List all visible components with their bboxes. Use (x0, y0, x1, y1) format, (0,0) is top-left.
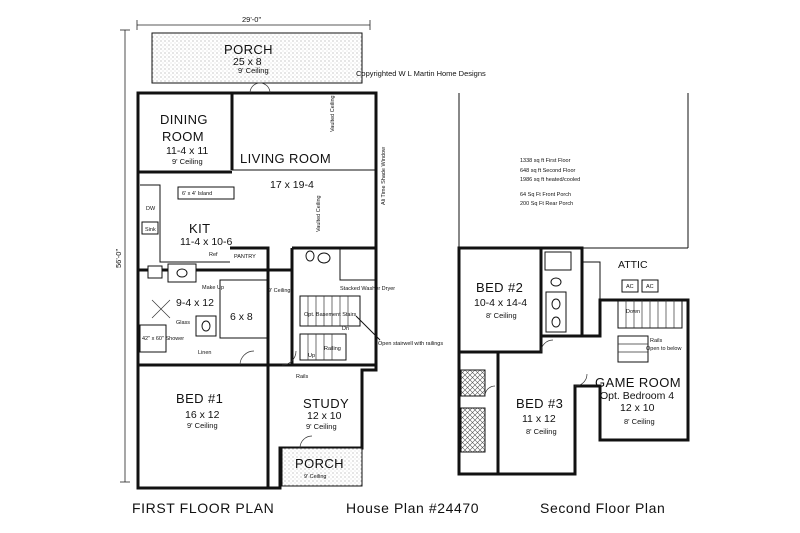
living-vaulted-note-top: Vaulted Ceiling (330, 95, 336, 132)
stairs-down-second: Down (626, 309, 640, 315)
front-porch-floor (151, 32, 363, 84)
rear-porch-label: PORCH (295, 456, 344, 471)
stairs-railing-label: Railing (324, 346, 341, 352)
range (147, 265, 163, 279)
stat-heated: 1986 sq ft heated/cooled (520, 177, 580, 183)
ac-label-1: AC (626, 284, 634, 290)
study-ceiling: 9' Ceiling (306, 422, 337, 431)
first-floor-caption: FIRST FLOOR PLAN (132, 500, 274, 516)
bed1-size: 16 x 12 (185, 409, 220, 421)
dining-label-line2: ROOM (162, 129, 204, 144)
stat-second-floor: 648 sq ft Second Floor (520, 168, 576, 174)
make-up-label: Make Up (202, 285, 224, 291)
kitchen-label: KIT (189, 221, 210, 236)
ac-label-2: AC (646, 284, 654, 290)
kitchen-island (177, 186, 235, 200)
front-porch-ceiling: 9' Ceiling (238, 66, 269, 75)
stat-first-floor: 1338 sq ft First Floor (520, 158, 571, 164)
open-to-below-label: Open to below (646, 346, 681, 352)
game-room-label: GAME ROOM (595, 375, 681, 390)
kitchen-size: 11-4 x 10-6 (180, 236, 232, 248)
stairs-up-label: Up (308, 353, 315, 359)
bed2-closet (460, 369, 486, 397)
bed1-study-wall (266, 363, 376, 488)
master-bath-size: 9-4 x 12 (176, 297, 214, 309)
first-floor-stairs (299, 295, 381, 361)
living-room-size: 17 x 19-4 (270, 179, 314, 191)
bed3-label: BED #3 (516, 396, 563, 411)
shower-label: 42" x 60" Shower (142, 336, 184, 342)
open-stairwell-note: Open stairwell with railings (378, 341, 443, 347)
rear-porch-ceiling: 9' Ceiling (304, 474, 326, 480)
dining-ceiling: 9' Ceiling (172, 157, 203, 166)
rails-label-first: Rails (296, 374, 308, 380)
stat-rear-porch: 200 Sq Ft Rear Porch (520, 201, 573, 207)
plan-number-caption: House Plan #24470 (346, 500, 479, 516)
stairs-down-label: Dn (342, 326, 349, 332)
stat-front-porch: 64 Sq Ft Front Porch (520, 192, 571, 198)
front-porch-label: PORCH (224, 42, 273, 57)
toilet-fixture (317, 252, 331, 264)
front-porch-size: 25 x 8 (233, 56, 262, 68)
bed2-ceiling: 8' Ceiling (486, 311, 517, 320)
dining-size: 11-4 x 11 (166, 145, 208, 157)
living-room-label: LIVING ROOM (240, 151, 331, 166)
dining-label-line1: DINING (160, 112, 208, 127)
first-floor-plan (136, 32, 381, 490)
ac-unit-1 (621, 279, 639, 293)
fridge-label: Ref (209, 252, 218, 258)
second-floor-stairs (617, 299, 683, 363)
sink-label: Sink (145, 227, 156, 233)
closet-size: 6 x 8 (230, 311, 253, 323)
study-label: STUDY (303, 396, 349, 411)
kitchen-sink-fixture (141, 221, 159, 235)
laundry-walls (290, 246, 376, 365)
width-dimension: 29'-0" (242, 15, 261, 24)
game-room-opt: Opt. Bedroom 4 (600, 390, 674, 402)
bed1-label: BED #1 (176, 391, 223, 406)
linen-label: Linen (198, 350, 211, 356)
attic-label: ATTIC (618, 259, 648, 271)
rails-label-second: Rails (650, 338, 662, 344)
glass-label: Glass (176, 320, 190, 326)
game-room-ceiling: 8' Ceiling (624, 417, 655, 426)
bed2-label: BED #2 (476, 280, 523, 295)
copyright-note: Copyrighted W L Martin Home Designs (356, 69, 486, 78)
closet-ceiling: 9' Ceiling (268, 288, 290, 294)
bed2-size: 10-4 x 14-4 (474, 297, 527, 309)
bed3-ceiling: 8' Ceiling (526, 427, 557, 436)
game-room-size: 12 x 10 (620, 402, 655, 414)
dishwasher-label: DW (146, 206, 156, 212)
bed3-size: 11 x 12 (522, 413, 556, 425)
bed2-bed3-wall (459, 336, 543, 354)
bed3-closet (460, 407, 486, 453)
washer-dryer-label: Stacked Washer Dryer (340, 286, 395, 292)
tub-fixture (544, 251, 572, 271)
all-time-window-note: Ali Time Shade Window (381, 147, 387, 205)
pantry-walls (230, 246, 270, 270)
rear-porch-floor (281, 447, 363, 487)
pantry-label: PANTRY (234, 254, 256, 260)
dimension-lines (120, 20, 371, 483)
living-vaulted-note-bottom: Vaulted Ceiling (316, 195, 322, 232)
kitchen-island-label: 6' x 4' Island (182, 191, 212, 197)
bed1-ceiling: 9' Ceiling (187, 421, 218, 430)
study-size: 12 x 10 (307, 410, 342, 422)
depth-dimension: 56'-0" (114, 249, 123, 268)
ac-unit-2 (641, 279, 659, 293)
second-floor-plan (457, 93, 690, 476)
opt-basement-stairs-label: Opt. Basement Stairs (304, 312, 357, 318)
second-floor-caption: Second Floor Plan (540, 500, 665, 516)
kitchen-counter (140, 184, 230, 263)
